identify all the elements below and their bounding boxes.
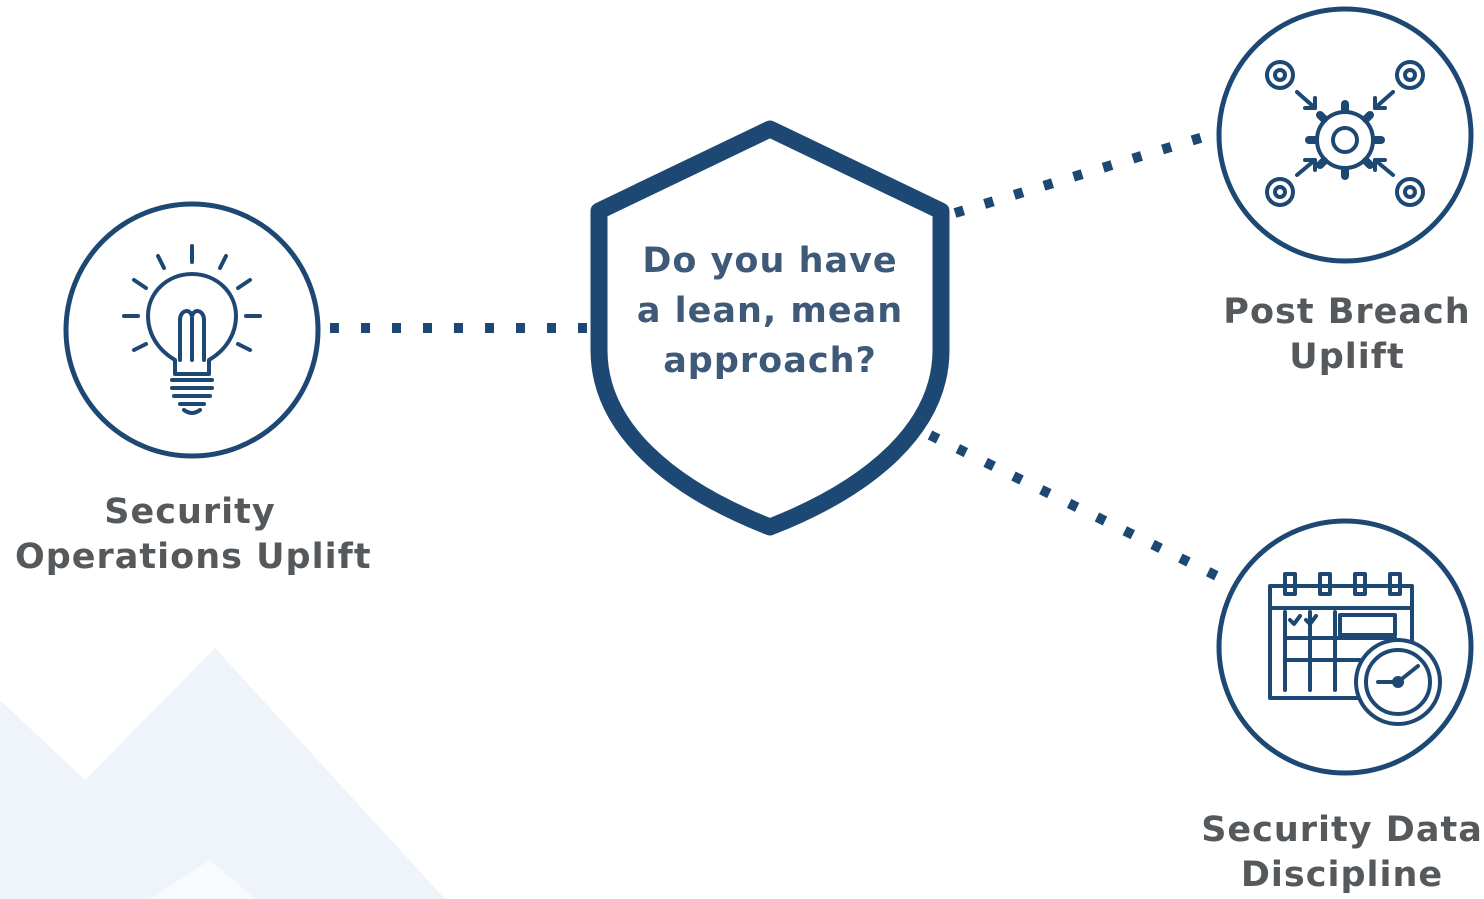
mountain-watermark — [0, 648, 445, 899]
node-security-data-discipline — [1216, 518, 1474, 776]
label-post-breach-uplift: Post Breach Uplift — [1210, 290, 1484, 380]
node-circle — [1216, 6, 1474, 264]
node-security-operations-uplift — [63, 201, 321, 459]
node-post-breach-uplift — [1216, 6, 1474, 264]
shield-shape — [590, 120, 950, 536]
center-question-line-2: a lean, mean — [636, 291, 904, 331]
label-security-operations-uplift: Security Operations Uplift — [15, 490, 372, 580]
label-line-1: Security Data — [1201, 810, 1483, 850]
label-line-2: Operations Uplift — [15, 537, 372, 577]
center-question: Do you have a lean, mean approach? — [598, 236, 942, 386]
node-circle — [1216, 518, 1474, 776]
connector-bottom-right — [927, 430, 1228, 585]
label-line-2: Uplift — [1289, 337, 1405, 377]
label-security-data-discipline: Security Data Discipline — [1200, 808, 1484, 898]
lightbulb-icon — [122, 244, 262, 415]
label-line-1: Post Breach — [1223, 292, 1471, 332]
calendar-clock-icon — [1268, 572, 1442, 726]
gears-convergence-icon — [1265, 60, 1425, 207]
label-line-1: Security — [104, 492, 276, 532]
center-question-line-3: approach? — [663, 341, 877, 381]
label-line-2: Discipline — [1240, 855, 1444, 895]
connector-top-right — [953, 130, 1212, 218]
center-question-line-1: Do you have — [642, 241, 898, 281]
